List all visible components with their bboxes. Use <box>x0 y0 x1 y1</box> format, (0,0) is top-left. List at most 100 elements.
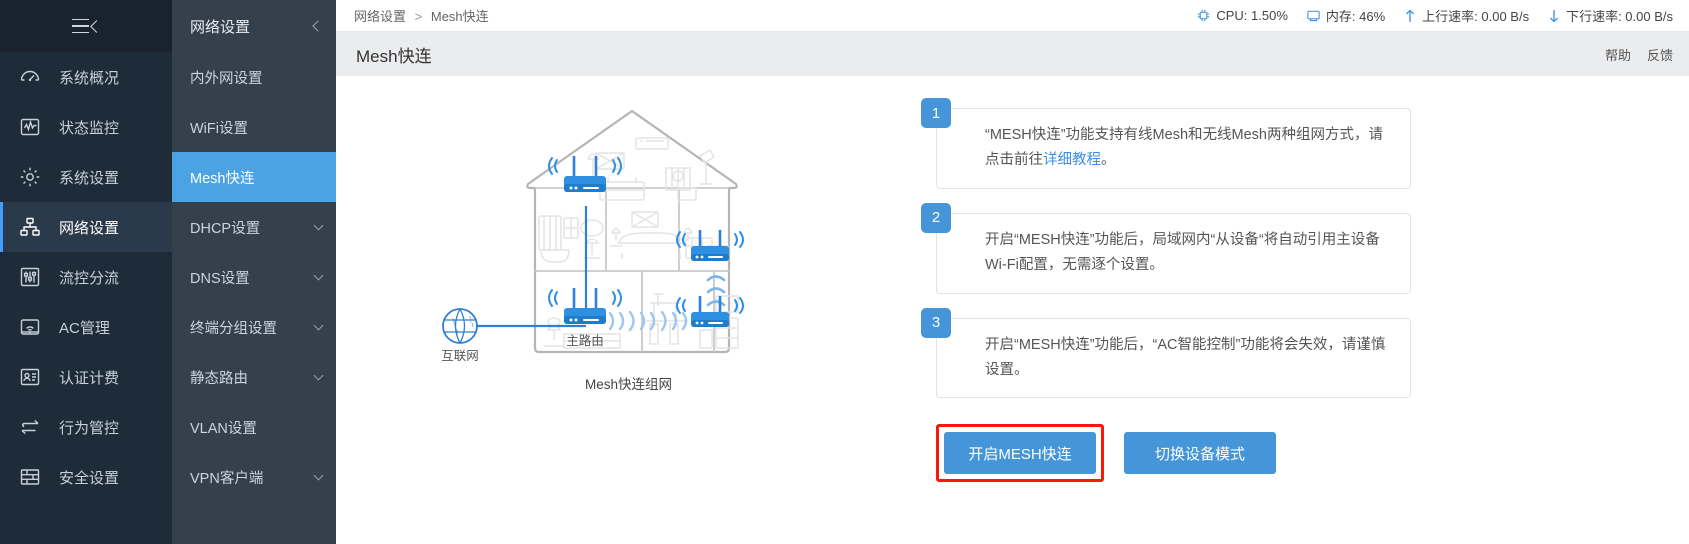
primary-sidebar: 系统概况 状态监控 系统设置 网络设置 流控分流 AC管理 认证计费 <box>0 0 172 544</box>
stat-label: 上行速率: 0.00 B/s <box>1422 9 1530 24</box>
page-header-bar: Mesh快连 帮助 反馈 <box>336 32 1689 76</box>
step-text: “MESH快连”功能支持有线Mesh和无线Mesh两种组网方式，请点击前往详细教… <box>936 108 1411 189</box>
page-title: Mesh快连 <box>356 46 432 66</box>
gear-icon <box>18 165 42 189</box>
breadcrumb-separator: > <box>414 9 423 24</box>
submenu-title: 网络设置 <box>190 18 251 36</box>
submenu-item-label: WiFi设置 <box>190 120 248 137</box>
step-number-badge: 2 <box>921 202 951 233</box>
breadcrumb-parent[interactable]: 网络设置 <box>354 9 407 24</box>
sliders-icon <box>18 265 42 289</box>
sidebar-item-traffic-control[interactable]: 流控分流 <box>0 252 172 302</box>
system-stats: CPU: 1.50% 内存: 46% 上行速率: 0.00 B/s 下行速率: … <box>1196 6 1673 25</box>
stat-memory: 内存: 46% <box>1306 6 1385 25</box>
page-header-links: 帮助 反馈 <box>1605 45 1673 64</box>
id-card-icon <box>18 365 42 389</box>
sidebar-item-label: 系统设置 <box>59 169 120 187</box>
router-attic <box>547 156 622 192</box>
hamburger-collapse-icon <box>71 18 103 34</box>
submenu-item-static-route[interactable]: 静态路由 <box>172 352 336 402</box>
submenu-item-vpn-client[interactable]: VPN客户端 <box>172 452 336 502</box>
step-text-after: 。 <box>1101 152 1116 169</box>
help-link[interactable]: 帮助 <box>1604 47 1631 63</box>
sidebar-item-label: 网络设置 <box>59 219 120 237</box>
chevron-down-icon <box>313 320 324 331</box>
sidebar-item-system-overview[interactable]: 系统概况 <box>0 52 172 102</box>
submenu-item-label: DHCP设置 <box>190 220 261 237</box>
page-content: 主路由 <box>336 76 1689 544</box>
chevron-down-icon <box>313 370 324 381</box>
submenu-item-mesh-quick-connect[interactable]: Mesh快连 <box>172 152 336 202</box>
top-status-bar: 网络设置 > Mesh快连 CPU: 1.50% 内存: 46% 上行速率: 0… <box>336 0 1689 32</box>
submenu-header[interactable]: 网络设置 <box>172 0 336 52</box>
submenu-item-vlan-settings[interactable]: VLAN设置 <box>172 402 336 452</box>
sidebar-item-label: 状态监控 <box>59 119 120 137</box>
switch-device-mode-button[interactable]: 切换设备模式 <box>1124 432 1276 475</box>
step-text: 开启“MESH快连”功能后，局域网内“从设备“将自动引用主设备Wi-Fi配置，无… <box>936 212 1411 294</box>
stat-upload: 上行速率: 0.00 B/s <box>1403 6 1529 25</box>
instruction-step-3: 3 开启“MESH快连”功能后，“AC智能控制”功能将会失效，请谨慎设置。 <box>921 307 1411 399</box>
mesh-topology-illustration: 主路由 <box>336 98 921 393</box>
sidebar-item-network-settings[interactable]: 网络设置 <box>0 202 172 252</box>
sidebar-item-security-settings[interactable]: 安全设置 <box>0 452 172 502</box>
firewall-brick-icon <box>18 465 42 489</box>
sidebar-item-behavior-control[interactable]: 行为管控 <box>0 402 172 452</box>
illustration-caption: Mesh快连组网 <box>584 377 672 392</box>
arrows-exchange-icon <box>18 415 42 439</box>
memory-monitor-icon <box>1306 8 1321 23</box>
detailed-tutorial-link[interactable]: 详细教程 <box>1043 152 1101 169</box>
enable-mesh-highlight-box: 开启MESH快连 <box>936 424 1104 483</box>
step-text-before: 开启“MESH快连”功能后，“AC智能控制”功能将会失效，请谨慎设置。 <box>985 336 1386 378</box>
cpu-icon <box>1196 8 1211 23</box>
chevron-down-icon <box>313 270 324 281</box>
submenu-item-label: 内外网设置 <box>190 70 263 87</box>
stat-label: CPU: 1.50% <box>1216 8 1288 23</box>
submenu-item-dns-settings[interactable]: DNS设置 <box>172 252 336 302</box>
sidebar-item-status-monitor[interactable]: 状态监控 <box>0 102 172 152</box>
sidebar-item-label: 系统概况 <box>59 69 120 87</box>
sidebar-item-label: 安全设置 <box>59 469 120 487</box>
sidebar-item-ac-management[interactable]: AC管理 <box>0 302 172 352</box>
sidebar-item-label: 行为管控 <box>59 419 120 437</box>
instruction-step-1: 1 “MESH快连”功能支持有线Mesh和无线Mesh两种组网方式，请点击前往详… <box>921 98 1411 189</box>
sidebar-item-system-settings[interactable]: 系统设置 <box>0 152 172 202</box>
stat-label: 内存: 46% <box>1325 9 1386 24</box>
submenu-item-label: VPN客户端 <box>190 470 264 487</box>
submenu-item-label: DNS设置 <box>190 270 250 287</box>
breadcrumb: 网络设置 > Mesh快连 <box>354 6 489 25</box>
action-buttons: 开启MESH快连 切换设备模式 <box>921 424 1276 483</box>
instruction-step-2: 2 开启“MESH快连”功能后，局域网内“从设备“将自动引用主设备Wi-Fi配置… <box>921 202 1411 294</box>
feedback-link[interactable]: 反馈 <box>1646 47 1673 63</box>
breadcrumb-current: Mesh快连 <box>430 9 489 24</box>
main-area: 网络设置 > Mesh快连 CPU: 1.50% 内存: 46% 上行速率: 0… <box>336 0 1689 544</box>
chevron-down-icon <box>313 220 324 231</box>
sidebar-item-label: 流控分流 <box>59 269 120 287</box>
submenu-item-label: 终端分组设置 <box>190 320 277 337</box>
internet-globe-icon: 互联网 <box>441 308 478 363</box>
submenu-item-label: 静态路由 <box>190 370 248 387</box>
main-router-label: 主路由 <box>566 333 604 348</box>
stat-download: 下行速率: 0.00 B/s <box>1547 6 1673 25</box>
sidebar-item-auth-billing[interactable]: 认证计费 <box>0 352 172 402</box>
dashboard-icon <box>18 65 42 89</box>
submenu-item-wifi-settings[interactable]: WiFi设置 <box>172 102 336 152</box>
wifi-device-icon <box>18 315 42 339</box>
arrow-up-icon <box>1403 8 1417 24</box>
monitor-wave-icon <box>18 115 42 139</box>
step-text: 开启“MESH快连”功能后，“AC智能控制”功能将会失效，请谨慎设置。 <box>936 317 1411 399</box>
submenu-item-terminal-group-settings[interactable]: 终端分组设置 <box>172 302 336 352</box>
submenu-item-internal-external-network[interactable]: 内外网设置 <box>172 52 336 102</box>
step-number-badge: 1 <box>921 98 951 128</box>
step-number-badge: 3 <box>921 307 951 338</box>
arrow-down-icon <box>1547 8 1561 24</box>
enable-mesh-button[interactable]: 开启MESH快连 <box>944 432 1096 475</box>
submenu-item-label: VLAN设置 <box>190 420 257 437</box>
submenu-item-dhcp-settings[interactable]: DHCP设置 <box>172 202 336 252</box>
chevron-left-icon[interactable] <box>312 20 324 32</box>
sidebar-collapse-button[interactable] <box>0 0 172 52</box>
secondary-sidebar: 网络设置 内外网设置 WiFi设置 Mesh快连 DHCP设置 DNS设置 终端… <box>172 0 336 544</box>
sitemap-icon <box>18 215 42 239</box>
stat-label: 下行速率: 0.00 B/s <box>1566 9 1673 24</box>
sidebar-item-label: AC管理 <box>59 319 110 337</box>
